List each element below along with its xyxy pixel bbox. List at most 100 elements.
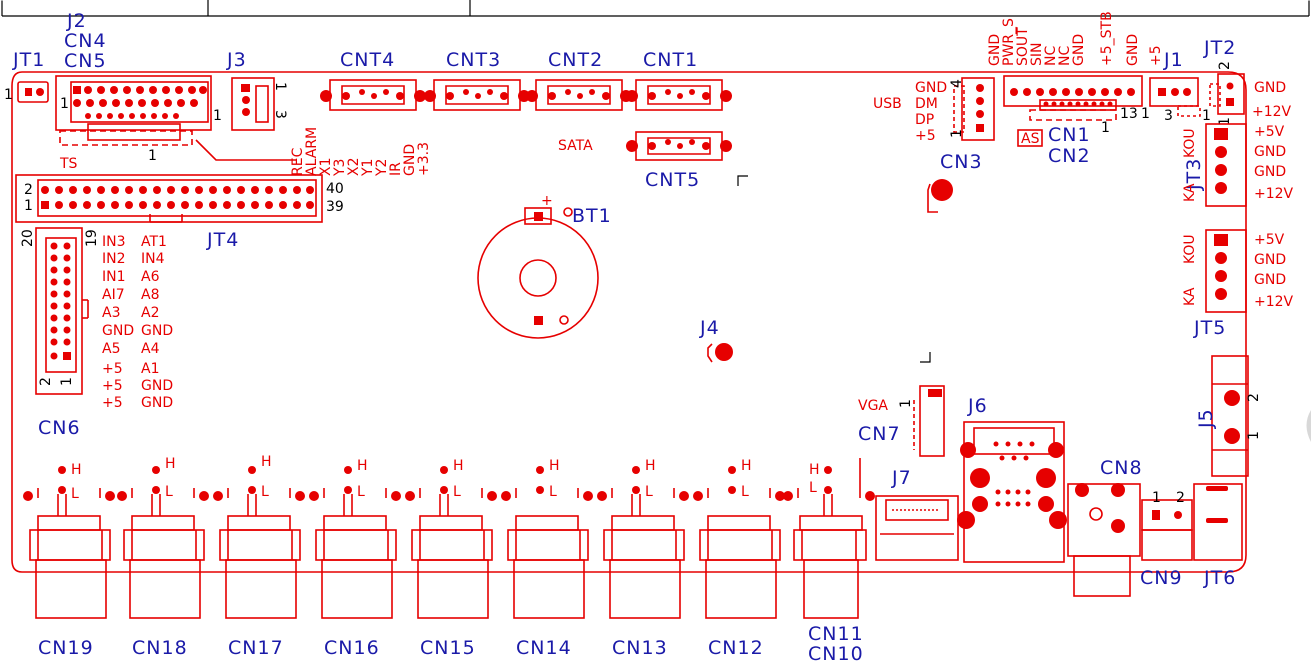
jt3-pin-labels: +5V GND GND +12V — [1254, 124, 1294, 202]
hl-label: L — [645, 484, 653, 500]
cnt5-connector — [626, 131, 732, 161]
pin-label: A4 — [141, 341, 160, 357]
label-jt1: JT1 — [12, 49, 45, 71]
label-sata: SATA — [558, 138, 593, 154]
label-jt6: JT6 — [1203, 567, 1236, 589]
j1-connector: 3 1 — [1149, 77, 1211, 124]
j6-small-pins — [993, 441, 1035, 507]
hl-labels: H L — [71, 462, 82, 502]
cn1-connector: 13 1 1 — [1003, 75, 1150, 136]
pin-label: PWR_S — [1001, 18, 1017, 66]
pin-number: 20 — [20, 229, 36, 247]
pin-label: IN4 — [141, 251, 165, 267]
jt1-connector: 1 — [4, 81, 49, 103]
pin-number: 3 — [272, 110, 288, 119]
cn6-pins — [50, 242, 71, 360]
label-bt1: BT1 — [572, 205, 612, 227]
label-cn19: CN19 — [38, 637, 94, 659]
hl-label: H — [549, 458, 560, 474]
hl-label: H — [357, 458, 368, 474]
pin-label: NC — [1043, 46, 1059, 66]
hl-label: L — [741, 484, 749, 500]
cn8-connector — [1067, 483, 1141, 597]
label-j4: J4 — [699, 317, 720, 339]
pin-number: 1 — [1217, 117, 1233, 126]
pin-label: Y1 — [360, 159, 376, 177]
pin-label: GND — [402, 144, 418, 176]
pin-number: 1 — [213, 108, 222, 124]
bnc-cn15 — [405, 466, 497, 619]
pin-label: GND — [1254, 164, 1286, 180]
bt1-plus-mark: + — [541, 193, 553, 209]
label-cn7: CN7 — [858, 423, 901, 445]
label-cn6: CN6 — [38, 417, 81, 439]
pin-label: AT1 — [141, 234, 167, 250]
label-j3: J3 — [226, 49, 247, 71]
pin-number: 1 — [148, 148, 157, 164]
pin-label: KA — [1182, 183, 1198, 202]
pin-label: ALARM — [304, 127, 320, 176]
pin-number: 2 — [24, 182, 33, 198]
bt1-battery: + — [477, 193, 599, 339]
j7-connector — [875, 495, 959, 561]
bnc-cn17 — [213, 466, 305, 619]
jt5-pin-labels: +5V GND GND +12V — [1254, 232, 1294, 310]
edge-shade — [1306, 410, 1311, 442]
hl-label: L — [71, 486, 79, 502]
pin-label: GND — [1254, 80, 1286, 96]
hl-label: H — [71, 462, 82, 478]
label-ts: TS — [59, 156, 78, 172]
jt6-connector — [1193, 483, 1243, 561]
corner-mark — [920, 352, 931, 363]
label-jt2: JT2 — [1203, 37, 1236, 59]
pin-label: IN2 — [102, 251, 126, 267]
pin-label: X1 — [318, 158, 334, 177]
pin-number: 13 — [1120, 106, 1138, 122]
pin-label: GND — [1254, 272, 1286, 288]
pin-label: +12V — [1252, 104, 1292, 120]
label-cnt1: CNT1 — [643, 49, 698, 71]
jt4-header: 2 1 40 39 — [15, 174, 344, 223]
cnt3-connector: CNT3 — [424, 49, 530, 111]
pin-number: 1 — [59, 377, 75, 386]
label-usb: USB — [873, 96, 902, 112]
hl-label: H — [165, 456, 176, 472]
label-cn18: CN18 — [132, 637, 188, 659]
pin-label: NC — [1057, 46, 1073, 66]
label-cn15: CN15 — [420, 637, 476, 659]
cn3-connector: 4 1 — [949, 77, 995, 141]
pin-label: AI7 — [102, 287, 125, 303]
label-vga: VGA — [858, 398, 888, 414]
cnt1-connector: CNT1 — [626, 49, 732, 111]
label-cn4: CN4 — [64, 30, 107, 52]
pin-label: GND — [987, 34, 1003, 66]
label-cn3: CN3 — [940, 151, 983, 173]
label-cn11: CN11 — [808, 623, 864, 645]
cn5-pins-mid — [73, 99, 198, 107]
pin-label: GND — [915, 80, 947, 96]
pin-label: SOUT — [1015, 27, 1031, 66]
pin-label: +5_STB — [1099, 11, 1115, 66]
hl-label: H — [453, 458, 464, 474]
pin-number: 1 — [1101, 120, 1110, 136]
pin-label: GND — [141, 323, 173, 339]
pin-number: 2 — [1217, 61, 1233, 70]
pin-label: +5 — [102, 378, 123, 394]
hl-label: L — [809, 480, 817, 496]
pin-label: Y2 — [374, 159, 390, 177]
bnc-cn13 — [597, 466, 689, 619]
pin-label: IN3 — [102, 234, 126, 250]
hl-label: H — [645, 458, 656, 474]
cn5-pins-top — [84, 86, 207, 94]
pin-label: GND — [1125, 34, 1141, 66]
pin-number: 2 — [38, 377, 54, 386]
pin-label: A2 — [141, 305, 159, 321]
pin-label: GND — [141, 395, 173, 411]
jt2-connector: 2 1 — [1209, 61, 1245, 126]
top-table-lines — [1, 0, 1310, 17]
label-cn14: CN14 — [516, 637, 572, 659]
jt4-pins-bottom — [55, 201, 314, 209]
pin-number: 19 — [84, 229, 100, 247]
